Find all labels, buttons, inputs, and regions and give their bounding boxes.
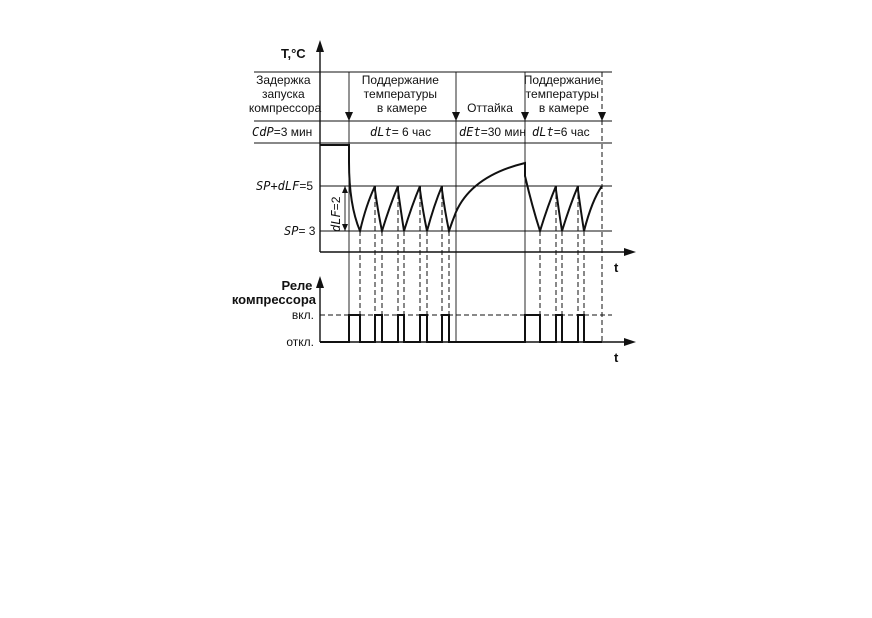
- relay-time-axis-arrow: [624, 338, 636, 346]
- time-axis-label: t: [614, 260, 619, 275]
- phase-3-param: dEt=30 мин: [459, 125, 526, 139]
- relay-on-label: вкл.: [292, 308, 314, 322]
- phase-4-label: Поддержание температуры в камере: [524, 73, 604, 115]
- temperature-axis-label: T,°C: [281, 46, 306, 61]
- upper-level-label: SP+dLF=5: [256, 179, 313, 193]
- phase-2-param: dLt= 6 час: [370, 125, 431, 139]
- phase-marker-end-arrow: [598, 112, 606, 121]
- hysteresis-label: dLF=2: [329, 196, 343, 232]
- relay-off-label: откл.: [286, 335, 314, 349]
- phase-1-label: Задержка запуска компрессора: [249, 73, 322, 115]
- phase-2-label: Поддержание температуры в камере: [362, 73, 442, 115]
- relay-axis-label: Реле компрессора: [232, 278, 317, 307]
- relay-time-axis-label: t: [614, 350, 619, 365]
- phase-marker-3-arrow: [521, 112, 529, 121]
- phase-1-param: CdP=3 мин: [252, 125, 312, 139]
- hysteresis-arrow-bottom: [342, 224, 348, 231]
- temperature-axis-arrow: [316, 40, 324, 52]
- phase-marker-2-arrow: [452, 112, 460, 121]
- phase-4-param: dLt=6 час: [532, 125, 590, 139]
- time-axis-arrow: [624, 248, 636, 256]
- relay-signal: [320, 314, 602, 343]
- temperature-curve: [320, 144, 603, 235]
- lower-level-label: SP= 3: [284, 224, 316, 238]
- relay-axis-arrow: [316, 276, 324, 288]
- phase-3-label: Оттайка: [467, 101, 513, 115]
- phase-marker-1-arrow: [345, 112, 353, 121]
- hysteresis-arrow-top: [342, 186, 348, 193]
